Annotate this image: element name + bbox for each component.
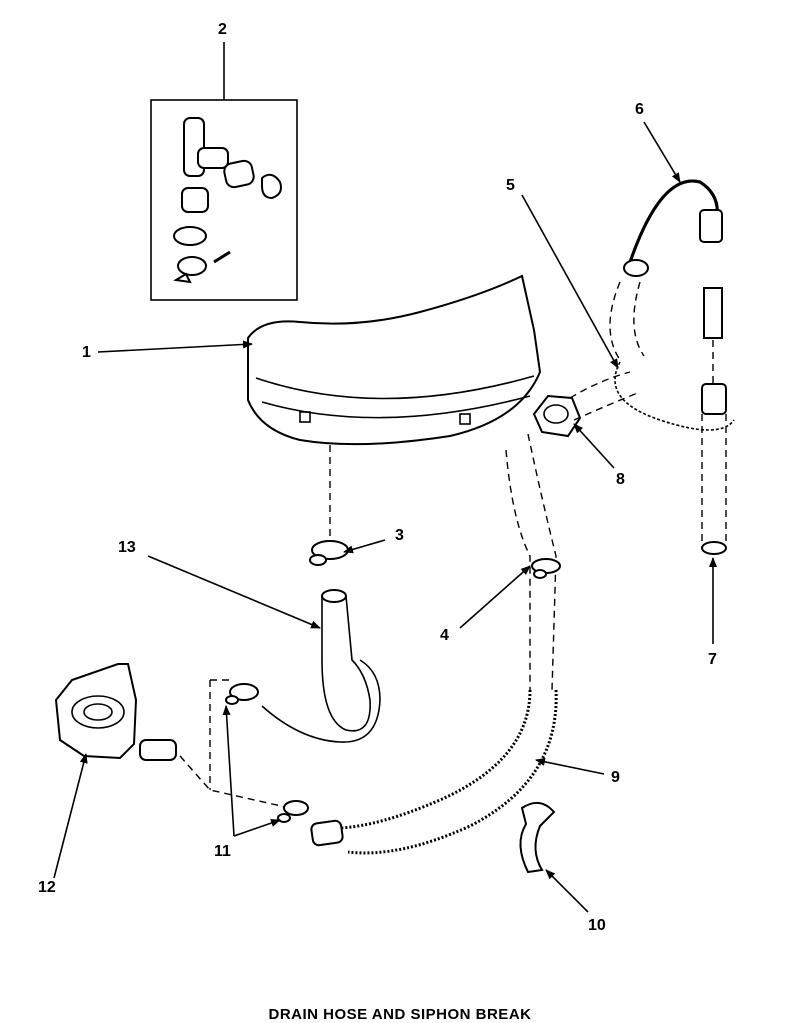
callout-1: 1 (82, 344, 91, 361)
clamps-11 (225, 683, 309, 823)
callout-12: 12 (38, 879, 56, 896)
callout-13: 13 (118, 539, 136, 556)
callout-4: 4 (440, 627, 449, 644)
callout-6: 6 (635, 101, 644, 118)
callout-10: 10 (588, 917, 606, 934)
callout-3: 3 (395, 527, 404, 544)
pump (54, 663, 177, 761)
kit-inset (150, 42, 298, 301)
fitting-10 (519, 801, 556, 874)
guide-line-11 (179, 679, 291, 809)
callout-2: 2 (218, 21, 227, 38)
leader-lines (53, 121, 717, 913)
siphon-guide (569, 371, 641, 421)
hose-13 (261, 589, 381, 743)
clamp-4 (531, 558, 561, 579)
grommet-8 (532, 394, 582, 438)
callout-11: 11 (214, 843, 231, 860)
callout-7: 7 (708, 651, 717, 668)
callout-9: 9 (611, 769, 620, 786)
tube-7 (701, 340, 727, 555)
diagram-caption: DRAIN HOSE AND SIPHON BREAK (268, 1006, 532, 1023)
drain-hose-9 (310, 433, 558, 855)
clamp-3 (309, 540, 349, 566)
tub (247, 274, 542, 446)
siphon-break-6 (609, 179, 723, 361)
callout-8: 8 (616, 471, 625, 488)
chain-5 (614, 361, 735, 431)
callout-5: 5 (506, 177, 515, 194)
